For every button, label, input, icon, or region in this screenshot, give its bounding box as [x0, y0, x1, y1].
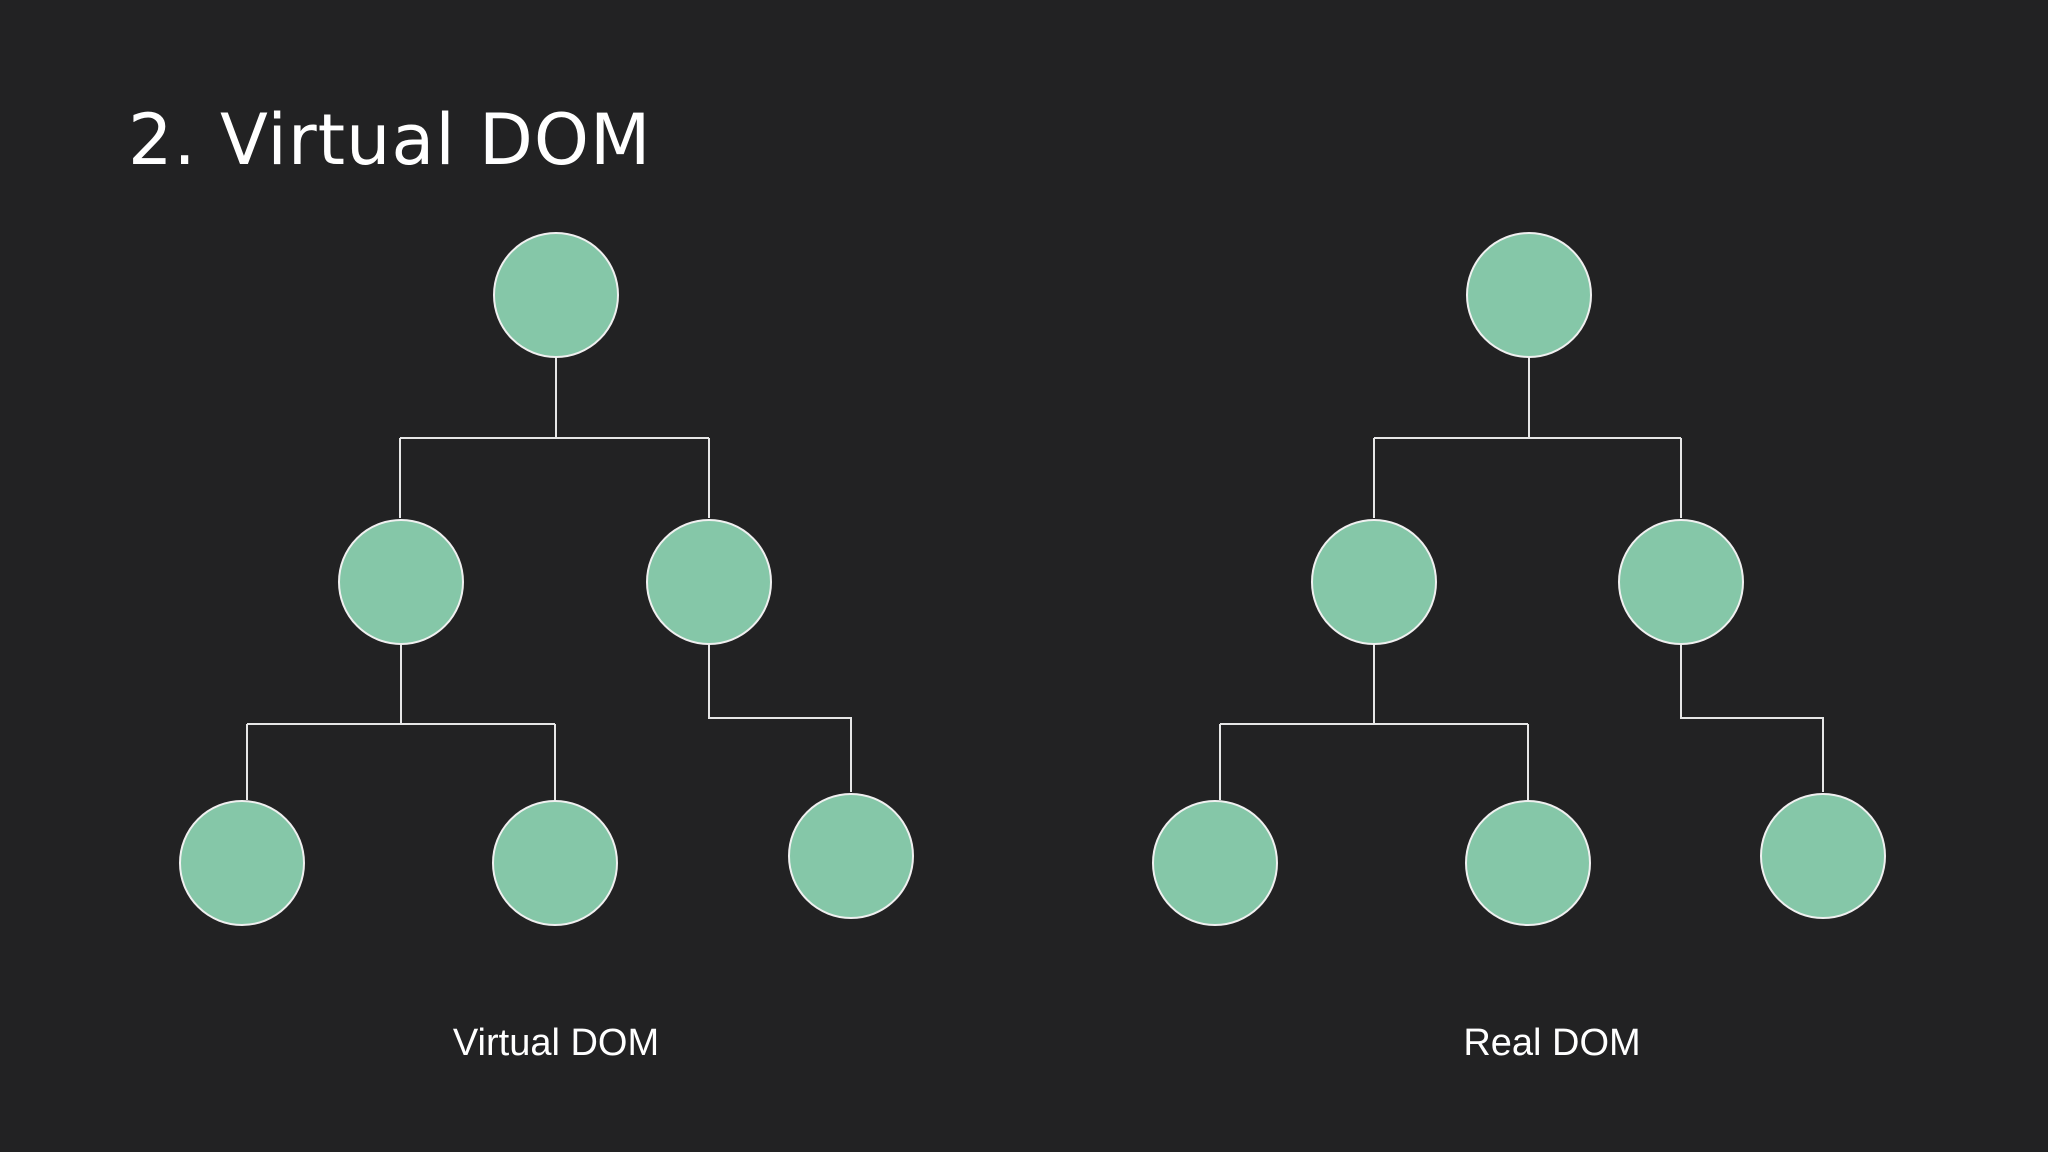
edge-root-to-children [1373, 356, 1682, 518]
virtual-dom-tree [179, 232, 914, 926]
edge-right-child-to-leaf [708, 643, 852, 792]
tree-node-right-child [646, 519, 772, 645]
tree-node-leaf [1465, 800, 1591, 926]
tree-node-leaf [492, 800, 618, 926]
tree-node-leaf [179, 800, 305, 926]
tree-node-leaf [1760, 793, 1886, 919]
edge-root-to-children [399, 356, 710, 518]
tree-node-leaf [1152, 800, 1278, 926]
virtual-dom-caption: Virtual DOM [452, 1022, 660, 1064]
tree-node-right-child [1618, 519, 1744, 645]
real-dom-caption: Real DOM [1463, 1022, 1641, 1064]
tree-node-left-child [1311, 519, 1437, 645]
tree-node-root [493, 232, 619, 358]
real-dom-tree [1152, 232, 1886, 926]
tree-node-left-child [338, 519, 464, 645]
slide-title: 2. Virtual DOM [128, 99, 652, 181]
edge-right-child-to-leaf [1680, 643, 1824, 792]
edge-left-child-to-leaves [246, 643, 556, 800]
tree-node-leaf [788, 793, 914, 919]
tree-node-root [1466, 232, 1592, 358]
edge-left-child-to-leaves [1219, 643, 1529, 800]
